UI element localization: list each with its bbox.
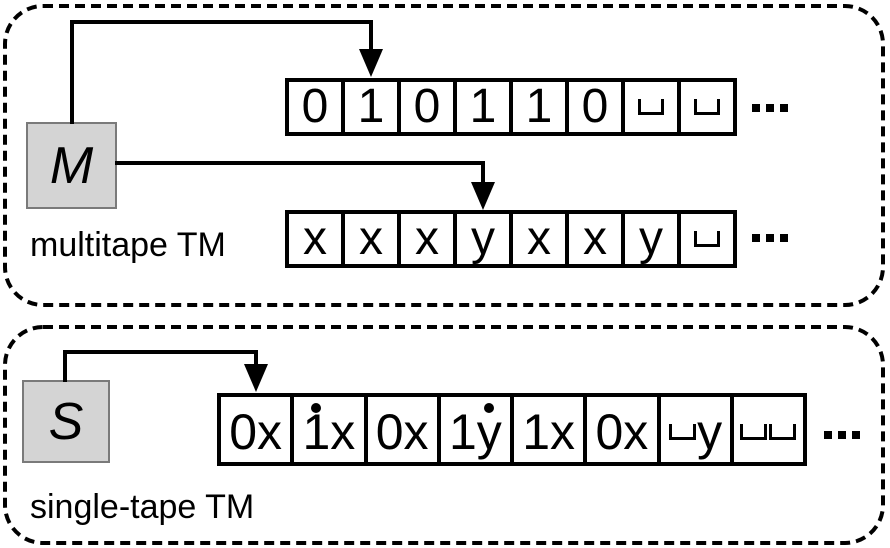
ellipsis-dot-icon bbox=[752, 234, 760, 242]
head2-connector-horizontal bbox=[115, 161, 485, 165]
ellipsis-dot-icon bbox=[766, 104, 774, 112]
virtual-head-marker: y bbox=[476, 403, 502, 460]
head1-connector-vertical-from-machine bbox=[70, 20, 74, 124]
tape-symbol: x bbox=[403, 404, 429, 460]
tape-cell: x bbox=[401, 214, 453, 264]
tape-cell: x bbox=[569, 214, 621, 264]
ellipsis-dot-icon bbox=[852, 431, 860, 439]
ellipsis-dot-icon bbox=[824, 431, 832, 439]
tape2-ellipsis bbox=[752, 234, 788, 242]
tape-cell: x bbox=[289, 214, 341, 264]
tape-cell: 1 bbox=[457, 82, 509, 132]
head1-arrowhead-icon bbox=[359, 49, 383, 77]
tape-symbol: y bbox=[639, 212, 663, 265]
blank-symbol bbox=[669, 424, 697, 440]
ellipsis-dot-icon bbox=[838, 431, 846, 439]
blank-symbol bbox=[693, 231, 721, 247]
tape-symbol: y bbox=[697, 404, 723, 460]
tape-symbol: 0 bbox=[581, 80, 609, 133]
tape-cell bbox=[681, 82, 733, 132]
tape-cell: y bbox=[625, 214, 677, 264]
tape-symbol: x bbox=[303, 212, 327, 265]
ellipsis-dot-icon bbox=[752, 104, 760, 112]
blank-symbol bbox=[693, 99, 721, 115]
multitape-panel-outline bbox=[3, 4, 885, 307]
tape-cell: 1 bbox=[513, 82, 565, 132]
blank-symbol bbox=[769, 424, 797, 440]
ellipsis-dot-icon bbox=[780, 234, 788, 242]
head2-arrowhead-icon bbox=[471, 182, 495, 210]
tape-cell: 0 bbox=[569, 82, 621, 132]
tape-cell: y bbox=[660, 397, 730, 462]
ellipsis-dot-icon bbox=[780, 104, 788, 112]
virtual-head-marker: 1 bbox=[302, 403, 331, 460]
tape-cell: y bbox=[457, 214, 509, 264]
head-position-dot-icon bbox=[311, 403, 322, 413]
singletape-panel-outline bbox=[3, 325, 885, 545]
tape1-ellipsis bbox=[752, 104, 788, 112]
tape-symbol: 1 bbox=[302, 404, 331, 460]
tape-symbol: 1 bbox=[357, 80, 385, 133]
head1-connector-horizontal bbox=[70, 20, 373, 24]
tape-symbol: x bbox=[415, 212, 439, 265]
blank-symbol bbox=[637, 99, 665, 115]
tape-symbol: x bbox=[527, 212, 551, 265]
head2-connector-down bbox=[481, 161, 485, 184]
singletape-caption: single-tape TM bbox=[30, 488, 255, 526]
head3-connector-horizontal bbox=[63, 350, 258, 354]
head3-connector-down bbox=[254, 350, 258, 366]
tape-symbol: 1 bbox=[522, 404, 551, 460]
tape-symbol: 1 bbox=[448, 404, 477, 460]
ellipsis-dot-icon bbox=[766, 234, 774, 242]
tape-symbol: 0 bbox=[595, 404, 624, 460]
machine-letter-s: S bbox=[48, 392, 84, 451]
head1-connector-down bbox=[369, 20, 373, 51]
tape-symbol: x bbox=[623, 404, 649, 460]
tape-cell bbox=[681, 214, 733, 264]
tape-symbol: x bbox=[359, 212, 383, 265]
tape-symbol: x bbox=[583, 212, 607, 265]
tape-symbol: 0 bbox=[413, 80, 441, 133]
multitape-caption: multitape TM bbox=[30, 226, 226, 264]
tape-cell: x bbox=[513, 214, 565, 264]
tape-symbol: y bbox=[476, 404, 502, 460]
machine-letter-m: M bbox=[49, 136, 94, 195]
head3-arrowhead-icon bbox=[244, 364, 268, 392]
tape-cell: x bbox=[345, 214, 397, 264]
tape3-ellipsis bbox=[824, 431, 860, 439]
head-position-dot-icon bbox=[484, 403, 495, 413]
blank-symbol bbox=[740, 424, 768, 440]
tape-symbol: x bbox=[330, 404, 356, 460]
tape-symbol: 0 bbox=[375, 404, 404, 460]
machine-box-s: S bbox=[22, 380, 110, 463]
tape-symbol: 0 bbox=[301, 80, 329, 133]
tape-symbol: x bbox=[550, 404, 576, 460]
tape-cell: 0 bbox=[289, 82, 341, 132]
tape-symbol: 1 bbox=[469, 80, 497, 133]
tape-cell: 0 bbox=[401, 82, 453, 132]
machine-box-m: M bbox=[26, 122, 117, 209]
head3-connector-vertical-from-machine bbox=[63, 350, 67, 382]
tape-cell bbox=[625, 82, 677, 132]
tape-symbol: y bbox=[471, 212, 495, 265]
tape-cell bbox=[733, 397, 803, 462]
tape-symbol: 0 bbox=[229, 404, 258, 460]
tape-cell: 1 bbox=[345, 82, 397, 132]
tape-symbol: 1 bbox=[525, 80, 553, 133]
tape-symbol: x bbox=[257, 404, 283, 460]
